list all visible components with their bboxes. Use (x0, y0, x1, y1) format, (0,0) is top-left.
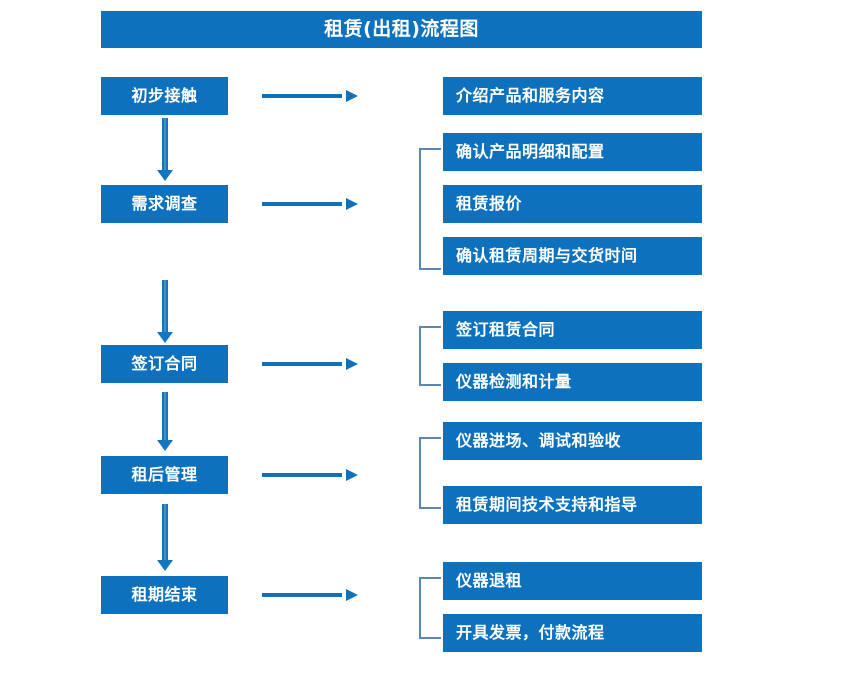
stage-label-4: 租后管理 (131, 465, 198, 484)
right-arrow-icon-2 (262, 197, 358, 211)
stage-box-1[interactable]: 初步接触 (101, 77, 228, 115)
stage-box-5[interactable]: 租期结束 (101, 576, 228, 614)
down-arrow-icon-1 (157, 118, 173, 182)
arrow-shaft (162, 118, 168, 170)
arrow-shaft (262, 202, 342, 206)
detail-box-8[interactable]: 租赁期间技术支持和指导 (443, 486, 702, 524)
down-arrow-icon-3 (157, 392, 173, 452)
stage-label-1: 初步接触 (131, 86, 198, 105)
arrow-head (346, 198, 358, 210)
detail-label-5: 签订租赁合同 (456, 320, 556, 339)
detail-label-1: 介绍产品和服务内容 (456, 86, 605, 105)
arrow-shaft (262, 94, 342, 98)
detail-box-6[interactable]: 仪器检测和计量 (443, 363, 702, 401)
detail-box-7[interactable]: 仪器进场、调试和验收 (443, 422, 702, 460)
arrow-head (346, 90, 358, 102)
detail-label-3: 租赁报价 (456, 194, 523, 213)
page-title: 租赁(出租)流程图 (324, 18, 479, 40)
group-bracket-icon-4 (419, 437, 441, 509)
arrow-shaft (162, 504, 168, 560)
detail-box-2[interactable]: 确认产品明细和配置 (443, 133, 702, 171)
detail-label-2: 确认产品明细和配置 (456, 142, 605, 161)
arrow-head (346, 589, 358, 601)
right-arrow-icon-1 (262, 89, 358, 103)
stage-box-2[interactable]: 需求调查 (101, 185, 228, 223)
arrow-shaft (262, 593, 342, 597)
right-arrow-icon-3 (262, 357, 358, 371)
stage-box-3[interactable]: 签订合同 (101, 345, 228, 383)
arrow-shaft (262, 473, 342, 477)
arrow-head (346, 469, 358, 481)
detail-box-10[interactable]: 开具发票，付款流程 (443, 614, 702, 652)
stage-box-4[interactable]: 租后管理 (101, 456, 228, 494)
detail-label-4: 确认租赁周期与交货时间 (456, 246, 638, 265)
detail-label-10: 开具发票，付款流程 (456, 623, 605, 642)
detail-label-8: 租赁期间技术支持和指导 (456, 495, 638, 514)
arrow-shaft (162, 392, 168, 440)
detail-box-3[interactable]: 租赁报价 (443, 185, 702, 223)
detail-label-9: 仪器退租 (456, 571, 523, 590)
stage-label-3: 签订合同 (131, 354, 198, 373)
right-arrow-icon-5 (262, 588, 358, 602)
down-arrow-icon-2 (157, 280, 173, 344)
detail-label-7: 仪器进场、调试和验收 (456, 431, 622, 450)
detail-box-5[interactable]: 签订租赁合同 (443, 311, 702, 349)
arrow-head (157, 170, 173, 181)
down-arrow-icon-4 (157, 504, 173, 572)
arrow-head (346, 358, 358, 370)
group-bracket-icon-5 (419, 577, 441, 639)
arrow-head (157, 560, 173, 571)
stage-label-5: 租期结束 (131, 585, 198, 604)
diagram-title-bar: 租赁(出租)流程图 (101, 11, 702, 48)
detail-label-6: 仪器检测和计量 (456, 372, 572, 391)
detail-box-1[interactable]: 介绍产品和服务内容 (443, 77, 702, 115)
arrow-head (157, 332, 173, 343)
arrow-shaft (262, 362, 342, 366)
detail-box-9[interactable]: 仪器退租 (443, 562, 702, 600)
arrow-head (157, 440, 173, 451)
arrow-shaft (162, 280, 168, 332)
stage-label-2: 需求调查 (131, 194, 198, 213)
group-bracket-icon-2 (419, 148, 441, 270)
detail-box-4[interactable]: 确认租赁周期与交货时间 (443, 237, 702, 275)
right-arrow-icon-4 (262, 468, 358, 482)
group-bracket-icon-3 (419, 326, 441, 386)
